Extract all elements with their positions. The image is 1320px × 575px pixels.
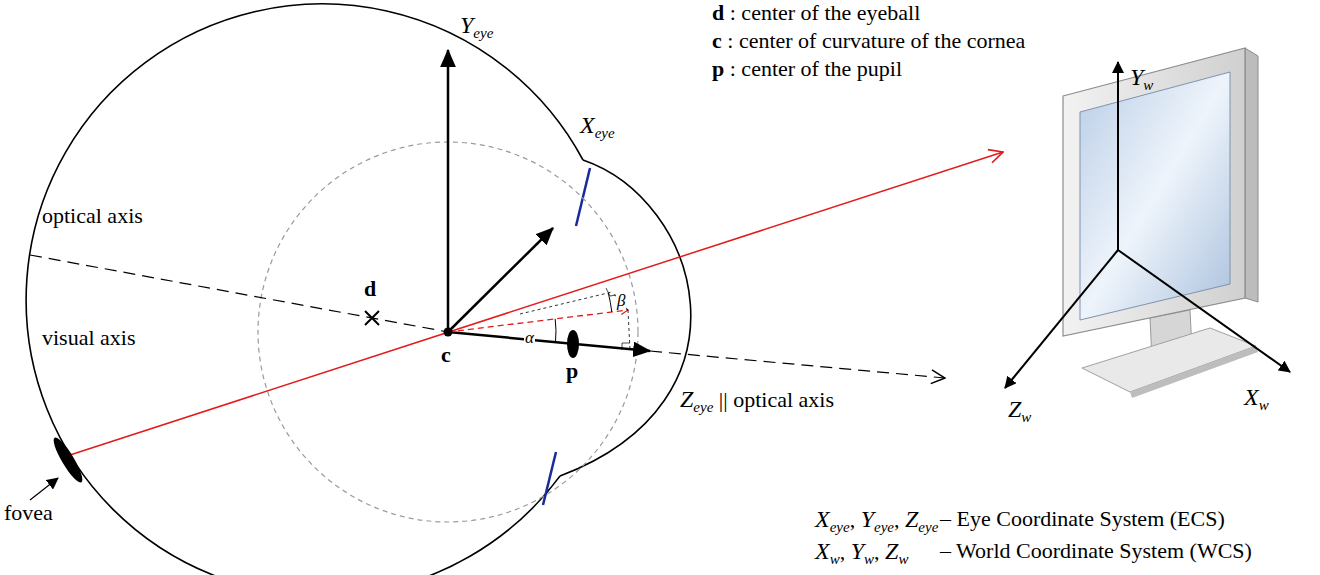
- label-line: – World Coordinate System (WCS): [940, 538, 1252, 564]
- axis-letter: Z: [680, 386, 693, 412]
- axis-subscript: w: [864, 551, 874, 567]
- axis-letter: Y: [1130, 64, 1143, 90]
- label-line: p: center of the pupil: [712, 56, 902, 82]
- axis-letter: Y: [460, 12, 473, 38]
- label-text: – World Coordinate System (WCS): [940, 538, 1252, 563]
- label-text: visual axis: [42, 325, 136, 350]
- axis-letter: Z: [885, 538, 898, 564]
- label-text: : center of curvature of the cornea: [727, 28, 1025, 53]
- label-line: – Eye Coordinate System (ECS): [940, 506, 1225, 532]
- label-text: || optical axis: [719, 387, 834, 412]
- label-text: optical axis: [42, 203, 143, 228]
- point-letter: c: [441, 342, 451, 367]
- label-line: Zw: [1008, 396, 1031, 430]
- separator: ,: [840, 539, 846, 564]
- axis-letter: Y: [861, 506, 874, 532]
- label-line: β: [616, 286, 626, 312]
- axis-subscript: eye: [693, 399, 713, 415]
- axis-subscript: eye: [595, 125, 615, 141]
- point-letter: d: [364, 276, 376, 301]
- separator: ,: [850, 507, 856, 532]
- axis-subscript: w: [1143, 77, 1153, 93]
- axis-letter: X: [815, 538, 830, 564]
- label-line: d: center of the eyeball: [712, 0, 920, 26]
- axis-subscript: eye: [473, 25, 493, 41]
- axis-letter: X: [815, 506, 830, 532]
- label-line: visual axis: [42, 325, 136, 351]
- axis-subscript: w: [898, 551, 908, 567]
- label-line: Xw: [1244, 384, 1269, 418]
- point-letter: d: [712, 0, 724, 25]
- angle-symbol: β: [616, 291, 626, 310]
- label-line: c: [441, 342, 451, 368]
- label-line: p: [566, 358, 578, 384]
- label-text: fovea: [4, 500, 53, 525]
- label-text: – Eye Coordinate System (ECS): [940, 506, 1225, 531]
- label-line: α: [524, 323, 535, 349]
- label-text: : center of the eyeball: [730, 0, 921, 25]
- label-line: c: center of curvature of the cornea: [712, 28, 1025, 54]
- separator: ,: [874, 539, 880, 564]
- label-line: optical axis: [42, 203, 143, 229]
- label-line: Yeye: [460, 12, 493, 46]
- axis-subscript: eye: [918, 519, 938, 535]
- point-letter: p: [712, 56, 724, 81]
- angle-symbol: α: [524, 328, 535, 347]
- axis-subscript: eye: [830, 519, 850, 535]
- axis-subscript: w: [1021, 409, 1031, 425]
- label-text: : center of the pupil: [730, 56, 902, 81]
- point-letter: p: [566, 358, 578, 383]
- axis-letter: X: [1244, 384, 1259, 410]
- axis-letter: Z: [905, 506, 918, 532]
- axis-subscript: w: [830, 551, 840, 567]
- label-line: Yw: [1130, 64, 1153, 98]
- label-line: Xeye: [580, 112, 615, 146]
- separator: ,: [894, 507, 900, 532]
- label-line: Xeye,Yeye,Zeye: [815, 506, 938, 540]
- axis-subscript: w: [1259, 397, 1269, 413]
- label-line: Xw,Yw,Zw: [815, 538, 908, 572]
- axis-subscript: eye: [874, 519, 894, 535]
- label-line: fovea: [4, 500, 53, 526]
- label-line: Zeye || optical axis: [680, 386, 834, 420]
- axis-letter: Y: [851, 538, 864, 564]
- point-letter: c: [712, 28, 722, 53]
- axis-letter: Z: [1008, 396, 1021, 422]
- label-line: d: [364, 276, 376, 302]
- axis-letter: X: [580, 112, 595, 138]
